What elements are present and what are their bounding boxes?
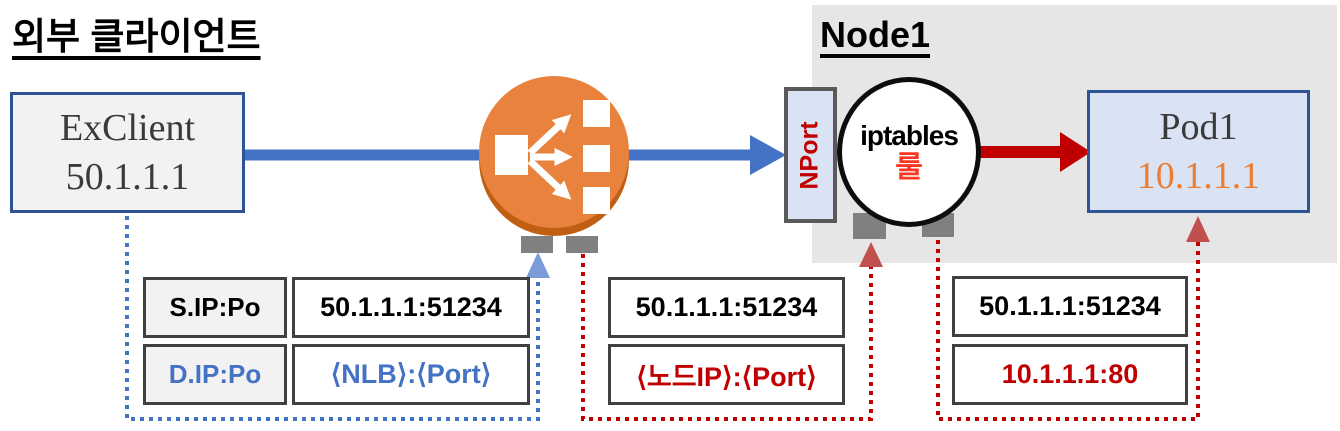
nlb-packet-src-value: 50.1.1.1:51234 [292, 277, 530, 338]
blue-up-arrowhead [526, 252, 550, 278]
dst-ip-port-label: D.IP:Po [143, 344, 287, 405]
pod1-box: Pod1 10.1.1.1 [1087, 90, 1310, 213]
exclient-box: ExClient 50.1.1.1 [10, 92, 245, 213]
network-load-balancer-icon [479, 76, 629, 236]
iptables-label: iptables [860, 120, 959, 152]
red-dotted-connector-pod [936, 216, 1210, 421]
pod-packet-src-value: 50.1.1.1:51234 [952, 276, 1188, 337]
pod1-ip: 10.1.1.1 [1136, 154, 1261, 197]
node1-title: Node1 [820, 14, 931, 55]
iptables-rules-circle: iptables 룰 [837, 77, 981, 227]
src-ip-port-label: S.IP:Po [143, 277, 287, 338]
red-up-arrowhead [859, 242, 883, 267]
red-up-arrowhead [1186, 216, 1210, 242]
exclient-ip: 50.1.1.1 [65, 155, 190, 198]
red-flow-arrow [980, 132, 1091, 172]
iptables-rule-label: 룰 [895, 151, 923, 185]
nport-box: NPort [784, 87, 837, 223]
nlb-packet-dst-value: ⟨NLB⟩:⟨Port⟩ [292, 344, 530, 405]
exclient-name: ExClient [59, 106, 196, 149]
node-packet-dst-value: ⟨노드IP⟩:⟨Port⟩ [608, 344, 845, 405]
pod-packet-dst-value: 10.1.1.1:80 [952, 344, 1188, 405]
pod1-name: Pod1 [1159, 105, 1238, 148]
nport-label: NPort [796, 120, 824, 190]
red-dotted-connector-node [581, 242, 883, 421]
blue-dotted-connector [125, 216, 550, 421]
node-packet-src-value: 50.1.1.1:51234 [608, 277, 845, 338]
external-client-title: 외부 클라이언트 [12, 16, 261, 57]
nlb-feet [521, 236, 598, 253]
